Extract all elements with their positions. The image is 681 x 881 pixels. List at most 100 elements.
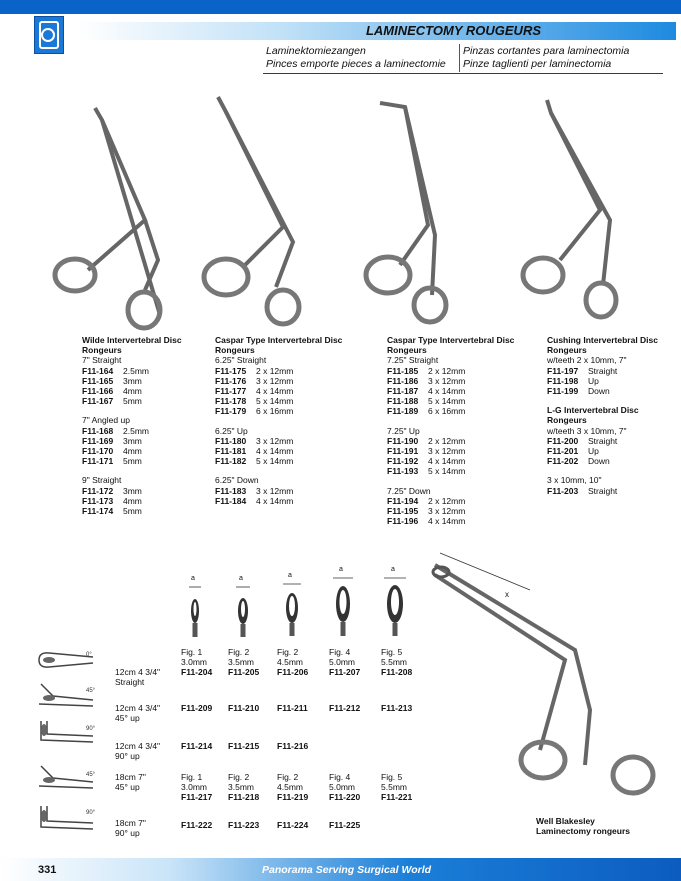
page-number: 331 bbox=[38, 864, 57, 876]
tip-fig2-image: a bbox=[231, 575, 255, 640]
tip-fig5-image: a bbox=[381, 566, 409, 640]
tip-fig1-image: a bbox=[183, 575, 207, 640]
code: F11-204 bbox=[181, 667, 213, 677]
column-title: Caspar Type Intervertebral Disc Rongeurs bbox=[215, 335, 343, 356]
row-length: 12cm 4 3/4"Straight bbox=[115, 667, 161, 687]
well-blakesley-caption: Well Blakesley Laminectomy rongeurs bbox=[536, 816, 630, 836]
group-label: 7" Angled up bbox=[82, 415, 130, 426]
column-cushing: Cushing Intervertebral Disc Rongeurs w/t… bbox=[547, 335, 677, 496]
panorama-logo bbox=[34, 16, 64, 54]
tip-dimension-label: a bbox=[339, 566, 343, 573]
code: F11-215 bbox=[228, 741, 260, 751]
tip-dimension-label: a bbox=[239, 575, 243, 582]
group-label: w/teeth 3 x 10mm, 7" bbox=[547, 425, 627, 436]
code: F11-212 bbox=[329, 703, 361, 713]
row-length: 12cm 4 3/4"45° up bbox=[115, 703, 161, 723]
group-label: w/teeth 2 x 10mm, 7" bbox=[547, 355, 627, 366]
code: F11-223 bbox=[228, 820, 260, 830]
code: F11-210 bbox=[228, 703, 260, 713]
angle-label: 45° bbox=[86, 688, 96, 694]
title-french: Pinces emporte pieces a laminectomie bbox=[266, 58, 446, 70]
caspar-725-rongeur-image bbox=[363, 101, 449, 325]
group-label: 7" Straight bbox=[82, 355, 122, 366]
group-label: 6.25" Straight bbox=[215, 355, 267, 366]
code: F11-222 bbox=[181, 820, 213, 830]
tip-angle-45-long-image bbox=[38, 765, 94, 789]
angle-label: 90° bbox=[86, 810, 96, 816]
code: F11-209 bbox=[181, 703, 213, 713]
row-length: 18cm 7"90° up bbox=[115, 818, 146, 838]
column-title: Wilde Intervertebral Disc Rongeurs bbox=[82, 335, 182, 356]
code: F11-225 bbox=[329, 820, 361, 830]
tip-angle-90-long-image bbox=[40, 806, 94, 830]
code: F11-213 bbox=[381, 703, 413, 713]
code: F11-205 bbox=[228, 667, 260, 677]
tip-dimension-label: a bbox=[288, 572, 292, 579]
code: F11-224 bbox=[277, 820, 309, 830]
caspar-625-rongeur-image bbox=[201, 96, 302, 327]
group-label: 7.25" Up bbox=[387, 425, 420, 436]
title-bar bbox=[78, 22, 676, 40]
top-accent-bar bbox=[0, 0, 681, 14]
tip-angle-45-image bbox=[38, 683, 94, 707]
angle-label: 90° bbox=[86, 726, 96, 732]
cushing-rongeur-image bbox=[520, 99, 619, 320]
footer-bar bbox=[0, 858, 681, 881]
angle-label: 0° bbox=[86, 652, 92, 658]
tip-angle-0-image bbox=[38, 652, 94, 668]
dimension-x-label: x bbox=[505, 590, 509, 599]
code: F11-214 bbox=[181, 741, 213, 751]
column-caspar-725: Caspar Type Intervertebral Disc Rongeurs… bbox=[387, 335, 517, 526]
group-label: 7.25" Down bbox=[387, 485, 431, 496]
column-title-lg: L-G Intervertebral Disc Rongeurs bbox=[547, 405, 639, 426]
code: F11-208 bbox=[381, 667, 413, 677]
column-title: Caspar Type Intervertebral Disc Rongeurs bbox=[387, 335, 515, 356]
column-title: Cushing Intervertebral Disc Rongeurs bbox=[547, 335, 659, 356]
code: F11-206 bbox=[277, 667, 309, 677]
title-spanish: Pinzas cortantes para laminectomia bbox=[463, 45, 630, 57]
column-wilde: Wilde Intervertebral Disc Rongeurs 7" St… bbox=[82, 335, 207, 516]
title-german: Laminektomiezangen bbox=[266, 45, 366, 57]
group-label: 9" Straight bbox=[82, 475, 122, 486]
tip-angle-90-image bbox=[40, 721, 94, 743]
translations-divider bbox=[459, 44, 460, 72]
